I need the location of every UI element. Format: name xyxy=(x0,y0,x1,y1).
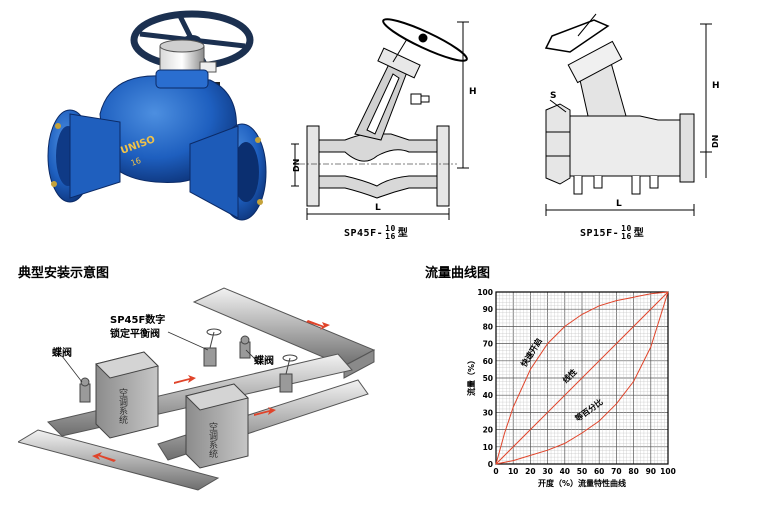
box1-text: 空调系统 xyxy=(117,387,128,425)
sp45f-drawing: H DN L xyxy=(291,18,477,220)
chart-grid xyxy=(495,291,669,465)
series-line-1 xyxy=(495,291,669,465)
y-tick-label: 40 xyxy=(483,391,493,400)
butterfly-label-left: 蝶阀 xyxy=(52,348,72,359)
chart-curves xyxy=(495,291,669,465)
sp45f-suffix: 型 xyxy=(397,228,409,239)
balance-valve-top xyxy=(203,328,222,367)
sp45f-pressure-top: 10 xyxy=(385,224,396,233)
y-tick-label: 20 xyxy=(483,426,493,435)
x-tick-label: 20 xyxy=(525,467,535,476)
y-tick-label: 30 xyxy=(483,408,493,417)
installation-diagram: 空调系统 空调系统 xyxy=(18,287,376,491)
chart-x-label: 开度（%）流量特性曲线 xyxy=(538,478,626,488)
series-label-2: 线性 xyxy=(560,367,578,385)
chart-y-ticks: 0 10 20 30 40 50 60 70 80 90 100 xyxy=(477,288,493,469)
balance-valve-label: SP45F数字 锁定平衡阀 xyxy=(110,314,165,342)
series-line-2 xyxy=(495,291,669,465)
balance-valve-bottom xyxy=(279,354,298,393)
x-tick-label: 100 xyxy=(660,467,676,476)
svg-text:16: 16 xyxy=(130,156,143,168)
y-tick-label: 100 xyxy=(477,288,493,297)
sp45f-model-prefix: SP45F- xyxy=(344,228,384,239)
series-line-3 xyxy=(495,291,669,465)
chart-y-label: 流量（%） xyxy=(466,356,476,396)
sp45f-dim-l: L xyxy=(375,203,381,213)
x-tick-label: 0 xyxy=(493,467,498,476)
y-tick-label: 90 xyxy=(483,305,493,314)
y-tick-label: 10 xyxy=(483,443,493,452)
sp45f-dim-h: H xyxy=(469,87,477,97)
y-tick-label: 70 xyxy=(483,340,493,349)
flow-arrow-1 xyxy=(306,320,330,330)
sp15f-drawing: S H DN L xyxy=(544,13,720,216)
balance-valve-label-line1: SP45F数字 xyxy=(110,315,166,326)
x-tick-label: 30 xyxy=(542,467,552,476)
y-tick-label: 0 xyxy=(488,460,493,469)
x-tick-label: 50 xyxy=(577,467,587,476)
x-tick-label: 60 xyxy=(594,467,604,476)
flow-arrow-2 xyxy=(174,375,196,384)
butterfly-label-right: 蝶阀 xyxy=(254,356,274,367)
sp15f-dim-l: L xyxy=(616,199,622,209)
flow-arrow-3 xyxy=(254,407,276,416)
valve-photo: UNISO 16 xyxy=(47,10,267,221)
y-tick-label: 50 xyxy=(483,374,493,383)
flow-chart-title: 流量曲线图 xyxy=(425,266,491,281)
x-tick-label: 90 xyxy=(646,467,656,476)
x-tick-label: 70 xyxy=(611,467,621,476)
series-label-1: 快速开启 xyxy=(519,336,544,368)
x-tick-label: 80 xyxy=(628,467,638,476)
y-tick-label: 60 xyxy=(483,357,493,366)
sp45f-dim-dn: DN xyxy=(292,159,301,172)
x-tick-label: 10 xyxy=(508,467,518,476)
sp15f-dim-dn: DN xyxy=(711,135,720,148)
chart-x-ticks: 0 10 20 30 40 50 60 70 80 90 100 xyxy=(493,467,675,476)
sp15f-pressure-top: 10 xyxy=(621,224,632,233)
sp15f-pressure-bottom: 16 xyxy=(621,232,632,241)
butterfly-valve-right xyxy=(239,335,251,359)
sp45f-pressure-bottom: 16 xyxy=(385,232,396,241)
sp15f-suffix: 型 xyxy=(633,228,645,239)
sp15f-model-prefix: SP15F- xyxy=(580,228,620,239)
sp15f-dim-s: S xyxy=(550,91,556,101)
sp15f-dim-h: H xyxy=(712,81,720,91)
balance-valve-label-line2: 锁定平衡阀 xyxy=(110,329,160,340)
box2-text: 空调系统 xyxy=(207,421,218,459)
y-tick-label: 80 xyxy=(483,322,493,331)
installation-title: 典型安装示意图 xyxy=(18,266,110,281)
plot-frame xyxy=(495,291,669,465)
x-tick-label: 40 xyxy=(560,467,570,476)
flow-arrow-4 xyxy=(92,452,116,462)
butterfly-valve-left xyxy=(79,377,91,403)
